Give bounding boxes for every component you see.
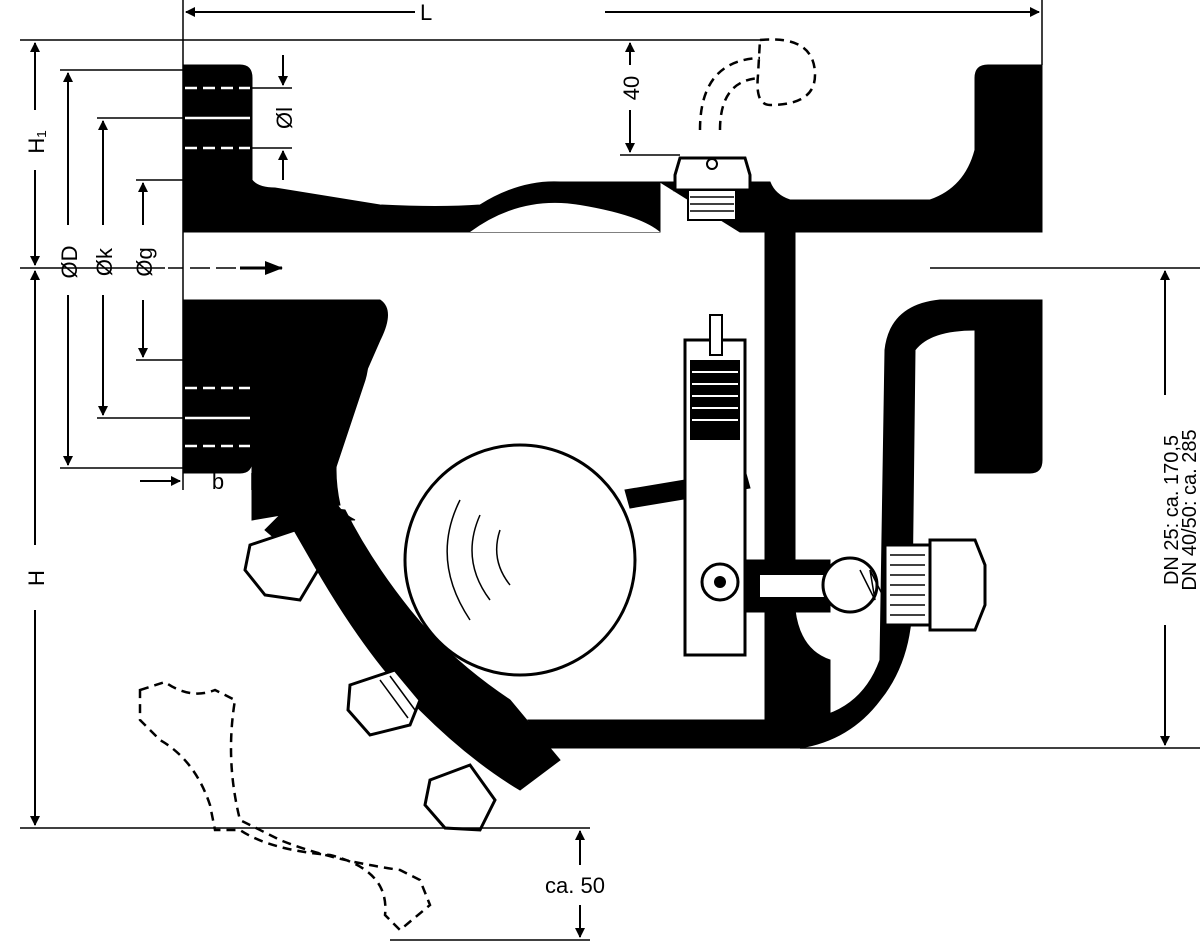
inlet-flange-lower <box>182 299 253 474</box>
label-flange-diameter: ØD <box>57 246 82 279</box>
drain-fittings <box>138 504 497 932</box>
float-ball <box>403 443 637 677</box>
label-bolt-hole: Øl <box>272 107 297 129</box>
internal-partition <box>764 231 831 721</box>
label-height: H <box>24 570 49 586</box>
label-outlet-height-dn40-50: DN 40/50: ca. 285 <box>1179 429 1200 590</box>
label-raised-face: Øg <box>132 247 157 276</box>
air-vent <box>673 38 817 221</box>
label-vent-clearance: 40 <box>619 76 644 100</box>
label-drain-clearance: ca. 50 <box>545 873 605 898</box>
label-height-upper: H₁ <box>24 130 49 153</box>
label-length: L <box>420 0 432 25</box>
label-flange-thickness: b <box>212 469 224 494</box>
label-bolt-circle: Øk <box>92 247 117 276</box>
dimension-lines <box>20 0 1200 941</box>
trap-body <box>138 38 1200 932</box>
bellows <box>690 360 740 440</box>
outlet-flange <box>974 64 1043 233</box>
label-outlet-height-dn25: DN 25: ca. 170,5 <box>1161 435 1183 585</box>
outlet-plug-nut <box>928 538 987 632</box>
inlet-flange <box>182 64 661 233</box>
